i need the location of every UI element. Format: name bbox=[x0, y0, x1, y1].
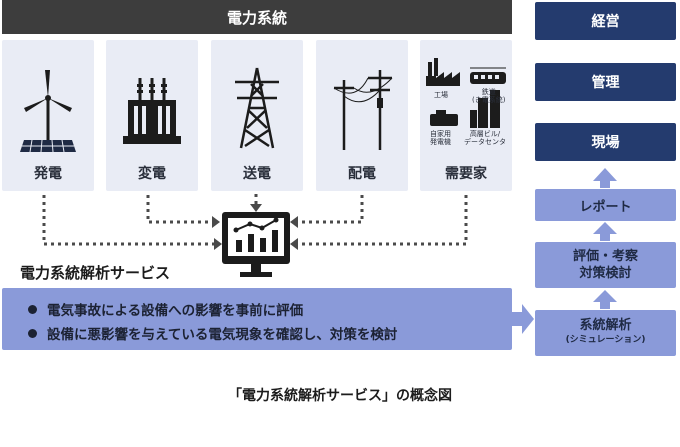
figure-caption: 「電力系統解析サービス」の概念図 bbox=[228, 388, 452, 404]
flow-arrows bbox=[512, 168, 617, 334]
panel-substation: 変電 bbox=[106, 40, 198, 191]
box-evaluation-line1: 評価・考察 bbox=[572, 249, 638, 264]
label-factory: 工場 bbox=[434, 91, 448, 99]
panel-generation: 発電 bbox=[2, 40, 94, 191]
consumer-icons bbox=[426, 58, 506, 128]
box-field-label: 現場 bbox=[591, 135, 620, 151]
generator-icon bbox=[430, 110, 458, 126]
panel-consumer: 工場 鉄道 (き電系統) 自家用 発電機 高層ビル/ データセンタ 需要家 bbox=[420, 40, 512, 191]
arrow-up-to-report bbox=[593, 222, 617, 241]
service-item-1: 電気事故による設備への影響を事前に評価 bbox=[28, 299, 303, 319]
power-system-banner: 電力系統 bbox=[2, 0, 512, 34]
dotted-connector-distribution bbox=[298, 195, 364, 224]
arrow-up-to-evaluation bbox=[593, 290, 617, 309]
box-report-label: レポート bbox=[579, 199, 632, 215]
arrow-right-to-analysis bbox=[512, 304, 534, 334]
service-title: 電力系統解析サービス bbox=[20, 264, 171, 282]
box-analysis: 系統解析 (シミュレーション) bbox=[535, 310, 676, 356]
factory-icon bbox=[426, 58, 460, 86]
panel-label-transmission: 送電 bbox=[243, 166, 271, 182]
arrow-head-right-high bbox=[290, 216, 298, 228]
banner-title: 電力系統 bbox=[226, 8, 287, 27]
building-icon bbox=[470, 90, 500, 128]
box-evaluation-line2: 対策検討 bbox=[579, 266, 632, 281]
arrow-up-to-field bbox=[593, 168, 617, 188]
box-report: レポート bbox=[535, 189, 676, 221]
box-management-label: 経営 bbox=[591, 14, 620, 30]
box-evaluation: 評価・考察 対策検討 bbox=[535, 242, 676, 288]
service-description-bar: 電気事故による設備への影響を事前に評価 設備に悪影響を与えている電気現象を確認し… bbox=[2, 288, 512, 350]
monitor-chart-icon bbox=[222, 212, 290, 277]
panel-label-substation: 変電 bbox=[138, 166, 166, 182]
box-analysis-label: 系統解析 bbox=[579, 318, 632, 333]
transformer-icon bbox=[123, 78, 181, 144]
panel-label-consumer: 需要家 bbox=[445, 166, 487, 182]
wind-turbine-solar-icon bbox=[20, 70, 76, 153]
bullet-icon bbox=[28, 304, 37, 314]
dotted-connector-generation bbox=[42, 195, 214, 246]
service-item-text: 設備に悪影響を与えている電気現象を確認し、対策を検討 bbox=[47, 327, 398, 343]
utility-pole-icon bbox=[333, 70, 393, 150]
dotted-connector-consumer bbox=[298, 195, 468, 246]
service-item-text: 電気事故による設備への影響を事前に評価 bbox=[47, 303, 304, 319]
label-building: 高層ビル/ データセンタ bbox=[464, 130, 506, 146]
arrow-head-left-low bbox=[214, 238, 222, 250]
box-management: 経営 bbox=[535, 2, 676, 40]
box-analysis-sub: (シミュレーション) bbox=[565, 335, 646, 345]
transmission-tower-icon bbox=[235, 67, 279, 149]
box-administration-label: 管理 bbox=[591, 75, 620, 91]
panel-label-distribution: 配電 bbox=[348, 166, 376, 182]
box-administration: 管理 bbox=[535, 63, 676, 101]
bullet-icon bbox=[28, 328, 37, 338]
box-field: 現場 bbox=[535, 123, 676, 161]
arrow-head-left-high bbox=[212, 216, 220, 228]
panel-transmission: 送電 bbox=[211, 40, 303, 191]
panel-label-generation: 発電 bbox=[34, 166, 62, 182]
panel-distribution: 配電 bbox=[316, 40, 408, 191]
service-item-2: 設備に悪影響を与えている電気現象を確認し、対策を検討 bbox=[28, 323, 397, 343]
label-railway: 鉄道 (き電系統) bbox=[472, 88, 506, 104]
arrow-head-right-low bbox=[290, 238, 298, 250]
dotted-connector-substation bbox=[146, 195, 212, 224]
label-private-generator: 自家用 発電機 bbox=[430, 130, 451, 146]
arrow-head-down bbox=[250, 204, 262, 212]
